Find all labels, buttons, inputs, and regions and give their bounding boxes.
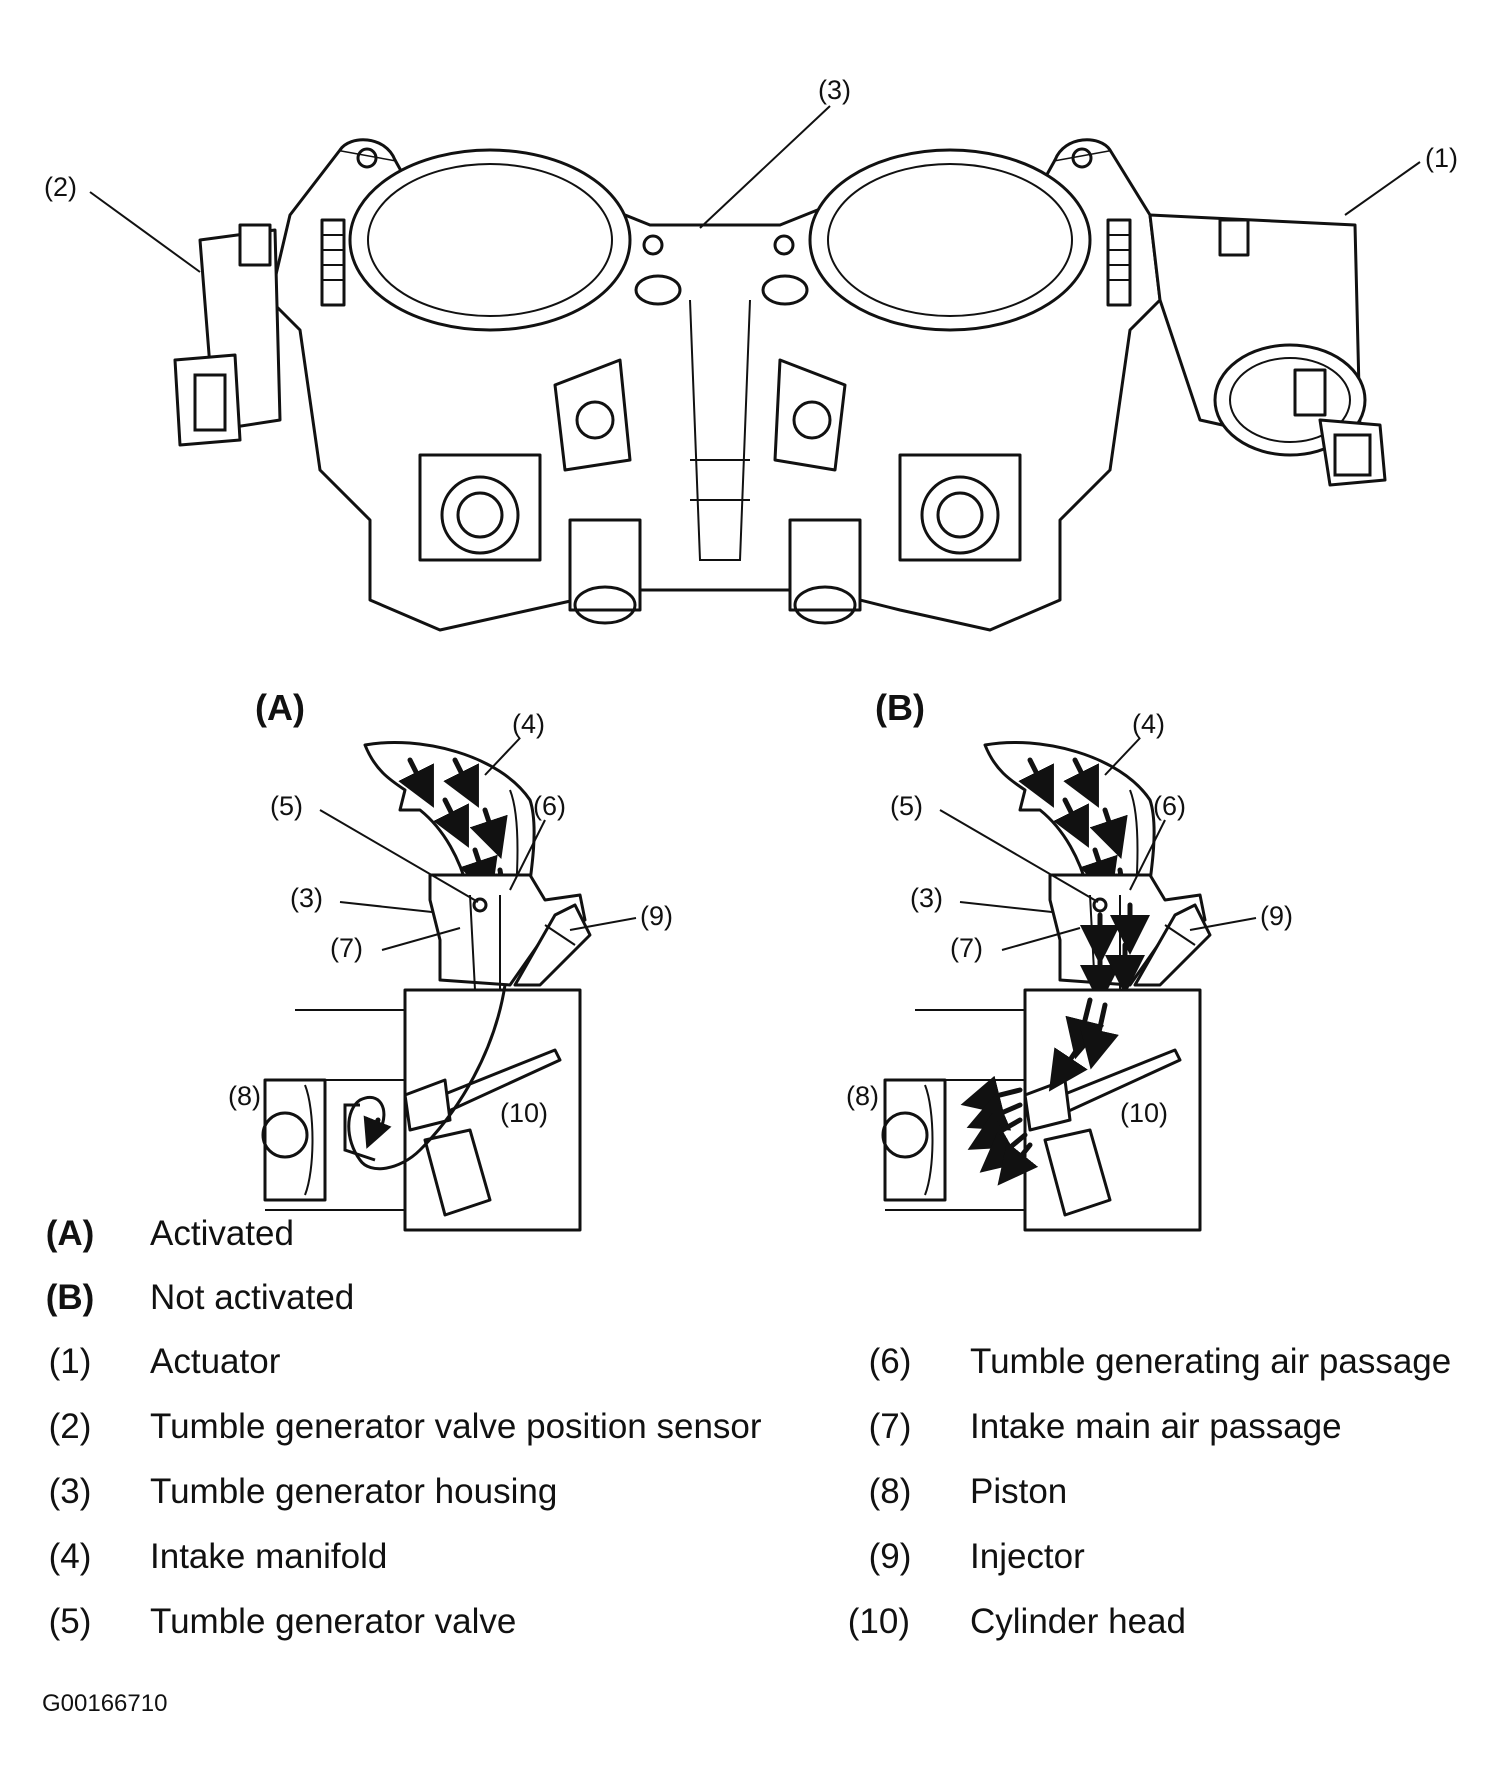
legend-key: (6) xyxy=(868,1342,912,1381)
legend-text: Intake manifold xyxy=(150,1537,388,1576)
legend-item-9: (9) Injector xyxy=(850,1537,1085,1577)
callout-2: (2) xyxy=(44,172,77,202)
legend-text: Tumble generating air passage xyxy=(970,1342,1452,1381)
panel-a-callout-10: (10) xyxy=(500,1098,548,1128)
legend-item-5: (5) Tumble generator valve xyxy=(30,1602,517,1642)
legend-item-4: (4) Intake manifold xyxy=(30,1537,388,1577)
legend-key: (7) xyxy=(868,1407,912,1446)
legend-text: Tumble generator housing xyxy=(150,1472,558,1511)
panel-b-callout-7: (7) xyxy=(950,933,983,963)
panel-a-activated: (A) xyxy=(255,687,592,1232)
legend-key: (2) xyxy=(48,1407,92,1446)
panel-a-letter: (A) xyxy=(255,687,305,728)
legend-key: (10) xyxy=(847,1602,910,1641)
legend-key: (A) xyxy=(45,1214,95,1253)
legend: (A) Activated (B) Not activated (1) Actu… xyxy=(0,1214,1512,1654)
legend-text: Cylinder head xyxy=(970,1602,1186,1641)
panel-b-callout-8: (8) xyxy=(846,1081,879,1111)
legend-key: (B) xyxy=(45,1278,95,1317)
actuator xyxy=(1148,213,1387,487)
callout-1: (1) xyxy=(1425,143,1458,173)
legend-text: Piston xyxy=(970,1472,1068,1511)
panel-a-callout-7: (7) xyxy=(330,933,363,963)
panel-b-callout-5: (5) xyxy=(890,791,923,821)
panel-b-letter: (B) xyxy=(875,687,925,728)
legend-text: Intake main air passage xyxy=(970,1407,1342,1446)
legend-text: Tumble generator valve position sensor xyxy=(150,1407,762,1446)
legend-text: Not activated xyxy=(150,1278,355,1317)
panel-a-callout-8: (8) xyxy=(228,1081,261,1111)
studs xyxy=(320,218,1132,307)
right-bore xyxy=(808,148,1092,332)
legend-key: (5) xyxy=(48,1602,92,1641)
legend-state-b: (B) Not activated xyxy=(30,1278,355,1318)
legend-text: Injector xyxy=(970,1537,1085,1576)
legend-key: (3) xyxy=(48,1472,92,1511)
legend-state-a: (A) Activated xyxy=(30,1214,294,1254)
legend-item-7: (7) Intake main air passage xyxy=(850,1407,1342,1447)
legend-item-10: (10) Cylinder head xyxy=(830,1602,1186,1642)
legend-key: (8) xyxy=(868,1472,912,1511)
valve-position-sensor xyxy=(173,223,282,447)
panel-b-callout-6: (6) xyxy=(1153,791,1186,821)
panel-a-callout-4: (4) xyxy=(512,709,545,739)
legend-key: (1) xyxy=(48,1342,92,1381)
panel-b-callout-9: (9) xyxy=(1260,901,1293,931)
panel-a-callout-5: (5) xyxy=(270,791,303,821)
legend-key: (4) xyxy=(48,1537,92,1576)
legend-text: Tumble generator valve xyxy=(150,1602,517,1641)
panel-b-callout-4: (4) xyxy=(1132,709,1165,739)
panel-a-callout-9: (9) xyxy=(640,901,673,931)
callout-3: (3) xyxy=(818,75,851,105)
left-bore xyxy=(348,148,632,332)
legend-item-6: (6) Tumble generating air passage xyxy=(850,1342,1452,1382)
legend-item-8: (8) Piston xyxy=(850,1472,1068,1512)
panel-b-callout-10: (10) xyxy=(1120,1098,1168,1128)
tumble-generator-housing-drawing xyxy=(173,138,1387,632)
legend-text: Activated xyxy=(150,1214,294,1253)
panel-b-not-activated: (B) xyxy=(875,687,1212,1232)
legend-text: Actuator xyxy=(150,1342,281,1381)
panel-a-callout-6: (6) xyxy=(533,791,566,821)
legend-key: (9) xyxy=(868,1537,912,1576)
panel-a-callout-3: (3) xyxy=(290,883,323,913)
legend-item-2: (2) Tumble generator valve position sens… xyxy=(30,1407,762,1447)
figure-code: G00166710 xyxy=(42,1690,168,1717)
legend-item-1: (1) Actuator xyxy=(30,1342,281,1382)
panel-b-callout-3: (3) xyxy=(910,883,943,913)
legend-item-3: (3) Tumble generator housing xyxy=(30,1472,558,1512)
